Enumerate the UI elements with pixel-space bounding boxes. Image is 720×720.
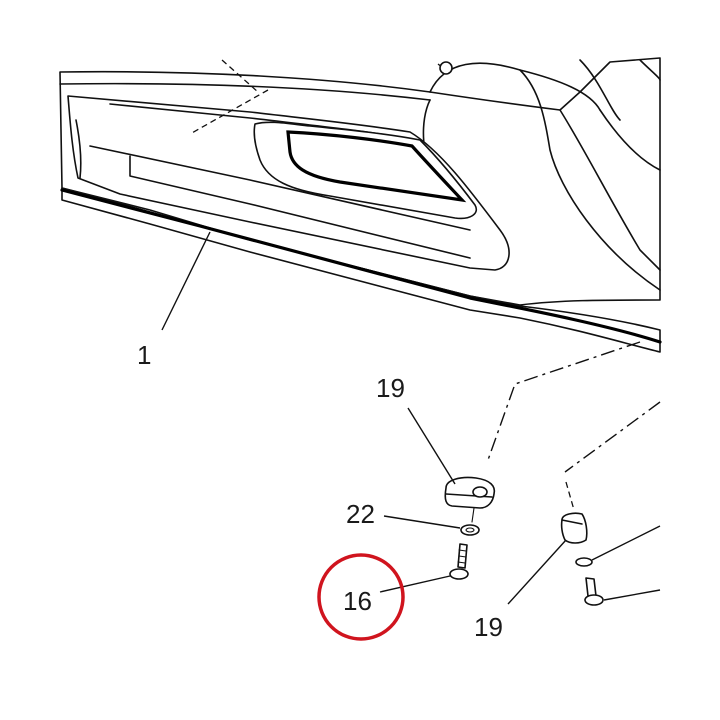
washer-22 <box>460 507 480 536</box>
leader-right-lower <box>603 589 661 601</box>
assembly-axis-left <box>487 341 641 461</box>
leader-19-top <box>407 407 456 485</box>
washer-right <box>575 557 593 567</box>
screw-16 <box>449 543 469 580</box>
leader-19-bottom <box>507 539 567 605</box>
clip-19-bottom <box>560 512 588 544</box>
callout-16[interactable]: 16 <box>343 586 372 616</box>
leader-right-upper <box>591 525 661 561</box>
leader-1 <box>161 231 211 331</box>
callout-1[interactable]: 1 <box>137 340 151 370</box>
callout-22[interactable]: 22 <box>346 499 375 529</box>
callout-19-bottom[interactable]: 19 <box>474 612 503 642</box>
highlight-circle <box>317 553 405 641</box>
fairing-panel <box>59 57 662 353</box>
leader-22 <box>383 515 461 529</box>
screw-right <box>584 577 604 606</box>
leader-16 <box>379 575 451 593</box>
callout-19-top[interactable]: 19 <box>376 373 405 403</box>
clip-19-top <box>444 476 496 509</box>
assembly-axis-right-lower <box>565 481 575 511</box>
assembly-axis-right <box>564 401 661 473</box>
